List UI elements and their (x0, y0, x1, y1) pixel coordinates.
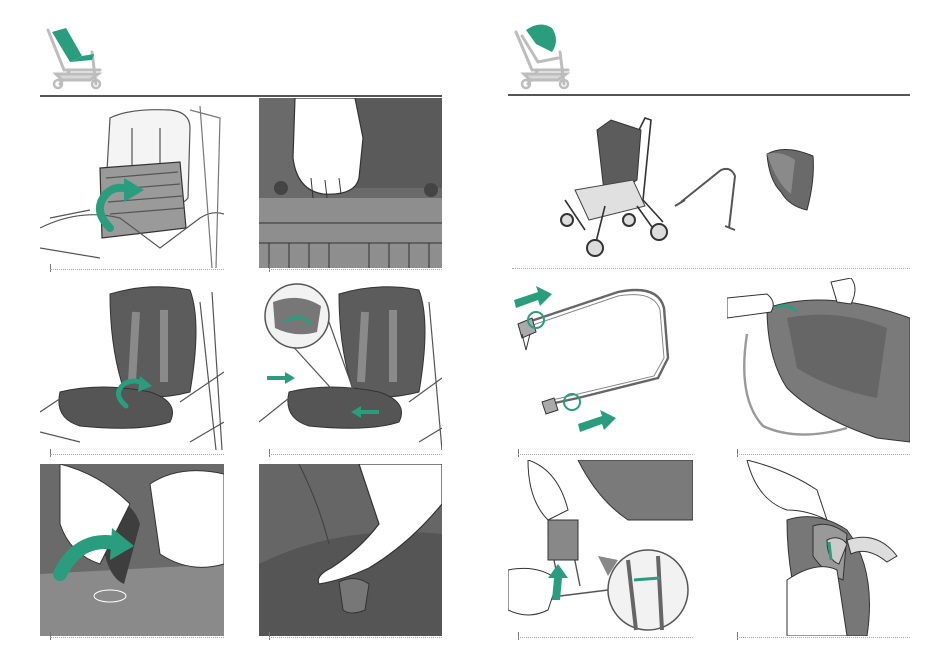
step-7-divider (518, 454, 693, 455)
step-6-illustration (259, 464, 442, 636)
step-4-marker (269, 449, 270, 457)
stroller-seat-icon (40, 22, 106, 90)
step-2-illustration (259, 98, 442, 268)
stroller-icon (561, 118, 667, 256)
step-2-divider (269, 269, 442, 270)
magnifier-detail-icon (265, 284, 329, 348)
step-6-marker (269, 632, 270, 640)
step-6-divider (269, 637, 442, 638)
step-3-marker (50, 449, 51, 457)
step-4-divider (269, 454, 442, 455)
step-3-illustration (40, 282, 224, 450)
step-7-illustration (508, 278, 693, 450)
step-9-illustration (508, 460, 693, 636)
step-10-marker (737, 632, 738, 640)
step-5-marker (50, 632, 51, 640)
step-10-illustration (727, 460, 910, 636)
step-9-marker (518, 632, 519, 640)
canopy-fabric-icon (767, 149, 813, 210)
insert-arrow-icon (514, 286, 616, 432)
left-page (0, 0, 475, 670)
step-1-marker (50, 264, 51, 272)
step-10-divider (737, 637, 910, 638)
header-rule (40, 95, 442, 97)
header-rule (508, 94, 910, 96)
canopy-frame-icon (675, 169, 735, 230)
step-5-illustration (40, 464, 224, 636)
step-4-illustration (259, 282, 442, 450)
step-2-marker (269, 264, 270, 272)
step-5-divider (50, 637, 224, 638)
stroller-canopy-icon (508, 22, 574, 90)
overview-divider (512, 268, 910, 269)
step-9-divider (518, 637, 693, 638)
step-8-illustration (727, 278, 910, 450)
step-1-illustration (40, 98, 224, 268)
right-page (475, 0, 950, 670)
step-8-marker (737, 449, 738, 457)
parts-overview (545, 110, 845, 260)
hand-icon (293, 98, 363, 198)
step-8-divider (737, 454, 910, 455)
step-1-divider (50, 269, 224, 270)
step-3-divider (50, 454, 224, 455)
step-7-marker (518, 449, 519, 457)
